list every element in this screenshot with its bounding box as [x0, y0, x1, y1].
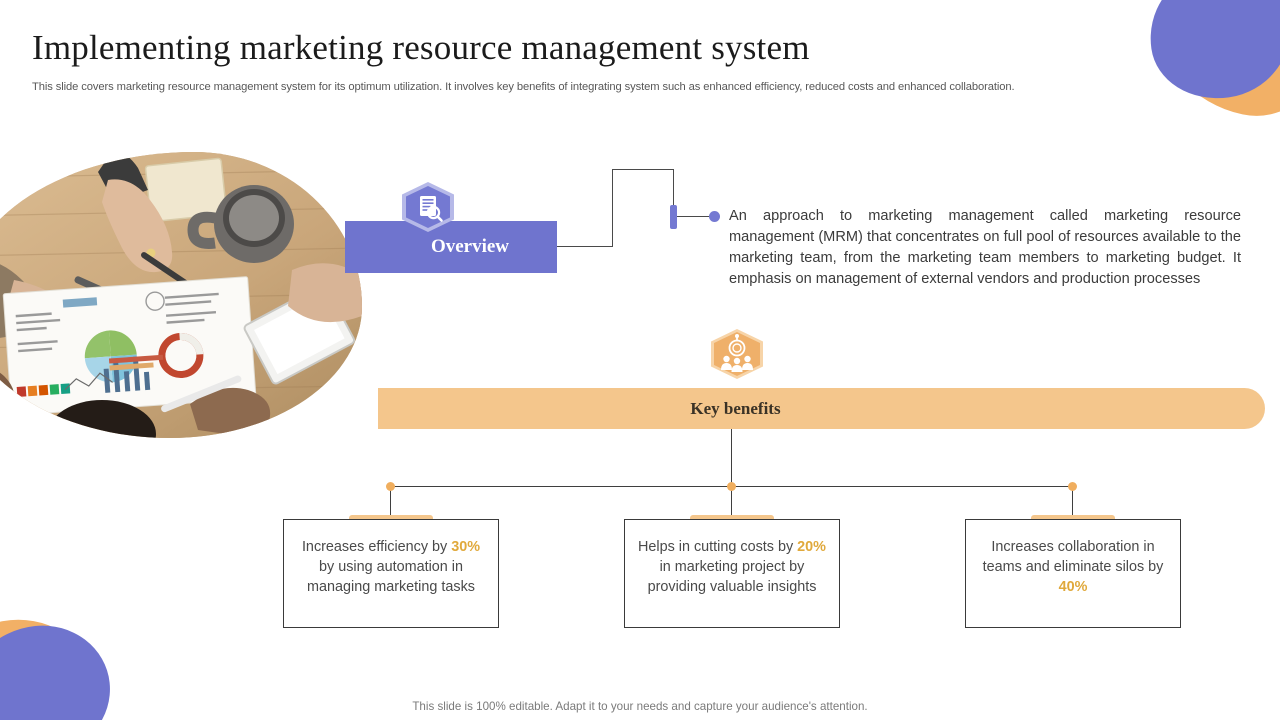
benefit-1-text-after: by using automation in managing marketin… [307, 559, 475, 595]
team-badge-icon [709, 328, 765, 380]
benefit-1-percent: 30% [451, 539, 481, 555]
benefit-card-cap-2 [690, 515, 774, 522]
benefits-connector-stem [731, 429, 732, 486]
overview-connector-segment-3 [612, 169, 674, 170]
page-title: Implementing marketing resource manageme… [32, 28, 810, 67]
benefit-3-text-before: Increases collaboration in teams and eli… [982, 539, 1164, 575]
overview-connector-segment-5 [677, 216, 709, 217]
benefits-connector-drop-2 [731, 486, 732, 520]
benefit-card-1[interactable]: Increases efficiency by 30% by using aut… [283, 519, 499, 628]
benefit-2-text-before: Helps in cutting costs by [638, 539, 794, 555]
benefit-1-text-before: Increases efficiency by [301, 539, 448, 555]
overview-connector-segment-2 [612, 169, 613, 247]
key-benefits-label: Key benefits [690, 399, 781, 418]
benefit-2-text-after: in marketing project by providing valuab… [647, 559, 817, 595]
team-meeting-photo [0, 152, 382, 452]
benefit-card-3[interactable]: Increases collaboration in teams and eli… [965, 519, 1181, 628]
benefit-card-3-text: Increases collaboration in teams and eli… [976, 537, 1170, 597]
benefits-node-dot-3 [1068, 482, 1077, 491]
footer-note: This slide is 100% editable. Adapt it to… [412, 700, 868, 713]
overview-connector-tick [670, 205, 677, 229]
benefit-2-percent: 20% [797, 539, 826, 555]
benefits-node-dot-1 [386, 482, 395, 491]
overview-body-text: An approach to marketing management call… [729, 208, 1241, 287]
decor-blob-top-right-purple [1141, 0, 1280, 108]
overview-bullet-dot [709, 211, 720, 222]
benefit-card-cap-1 [349, 515, 433, 522]
document-search-icon [400, 181, 456, 233]
photo-illustration [0, 152, 362, 438]
benefit-card-cap-3 [1031, 515, 1115, 522]
page-subtitle: This slide covers marketing resource man… [32, 81, 1015, 93]
overview-banner [345, 221, 557, 273]
benefit-card-2[interactable]: Helps in cutting costs by 20% in marketi… [624, 519, 840, 628]
photo-border-outline [0, 158, 372, 448]
benefit-card-1-text: Increases efficiency by 30% by using aut… [294, 537, 488, 597]
photo-image [0, 152, 362, 438]
decor-blob-top-right-orange [1149, 0, 1280, 130]
benefit-3-percent: 40% [1058, 579, 1088, 595]
benefits-node-dot-2 [727, 482, 736, 491]
key-benefits-banner [378, 388, 1265, 429]
overview-label: Overview [430, 236, 510, 257]
benefits-connector-drop-1 [390, 486, 391, 520]
benefit-card-2-text: Helps in cutting costs by 20% in marketi… [635, 537, 829, 597]
benefits-connector-drop-3 [1072, 486, 1073, 520]
overview-connector-segment-1 [557, 246, 613, 247]
overview-connector-segment-4 [673, 169, 674, 209]
